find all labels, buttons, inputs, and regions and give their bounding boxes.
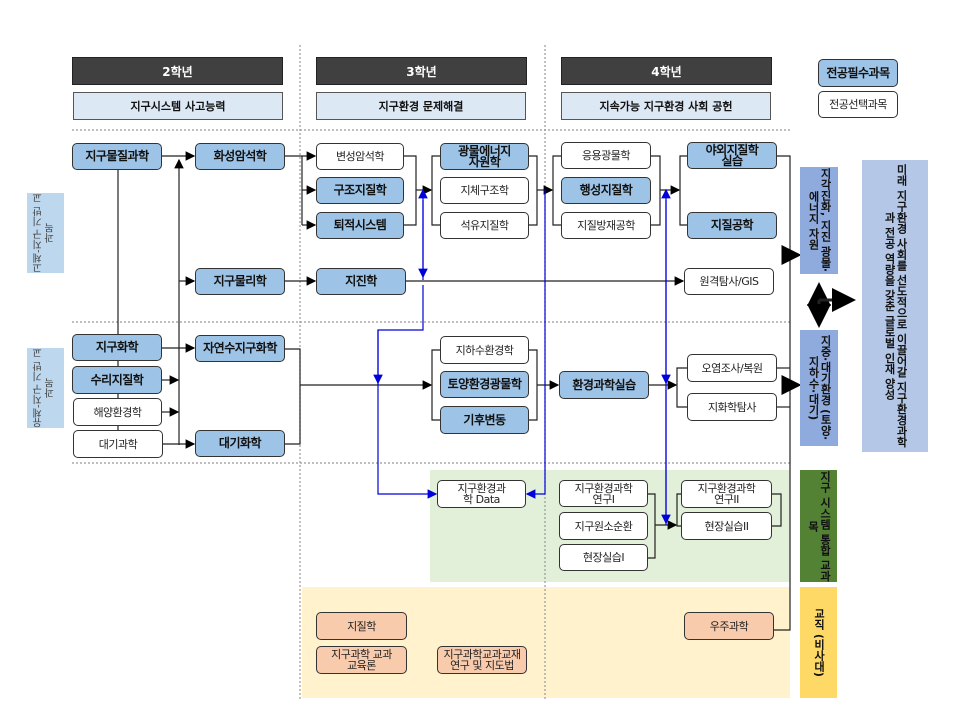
course: 지구환경과학 연구I [559, 480, 648, 507]
legend-elective: 전공선택과목 [818, 91, 898, 118]
course: 지화학탐사 [687, 393, 777, 421]
track-solid: 지각진화, 지진 광물·에너지 자원 [800, 167, 838, 274]
course: 해양환경학 [73, 398, 162, 426]
course: 화성암석학 [195, 143, 285, 170]
row-label-fluid: 유체-지구 기반 교과목 [27, 348, 64, 428]
course: 원격탐사/GIS [684, 268, 774, 295]
course: 야외지질학 실습 [687, 142, 777, 169]
track-fluid: 지중·대기환경 (토양·지하수·대기) [800, 330, 838, 446]
blue-connectors [373, 188, 671, 525]
year-2-theme: 지구시스템 사고능력 [73, 92, 283, 120]
course: 지구물질과학 [72, 143, 162, 170]
course: 지구화학 [72, 334, 162, 361]
year-4-header: 4학년 [561, 57, 772, 85]
grid-lines [72, 45, 790, 700]
course: 응용광물학 [561, 142, 651, 169]
course: 오염조사/복원 [687, 354, 777, 382]
course: 지구환경과학 Data [437, 480, 526, 508]
course: 환경과학실습 [559, 371, 649, 399]
year-2-header: 2학년 [72, 57, 283, 85]
course: 지질공학 [687, 212, 777, 239]
course: 지하수환경학 [440, 336, 529, 364]
year-4-theme: 지속가능 지구환경 사회 공헌 [561, 92, 771, 120]
course: 지진학 [316, 268, 406, 295]
course: 지구과학 교과교육론 [316, 646, 407, 674]
course: 변성암석학 [316, 143, 404, 170]
course: 지질학 [316, 612, 407, 640]
course: 퇴적시스템 [316, 212, 404, 239]
course: 지질방재공학 [561, 212, 651, 239]
legend-required: 전공필수과목 [818, 59, 898, 87]
course: 광물에너지 자원학 [440, 143, 529, 170]
course: 자연수지구화학 [195, 335, 285, 362]
course: 석유지질학 [440, 212, 529, 239]
course: 대기화학 [195, 430, 285, 457]
goal-label: 미래 지구환경 사회를 선도적으로 이끌어갈 지구환경과학과 전공 역량을 갖춘… [862, 160, 928, 452]
course: 지구환경과학 연구II [681, 480, 772, 508]
course: 현장실습II [681, 512, 772, 540]
teaching-bg [302, 587, 790, 698]
course: 우주과학 [684, 612, 774, 640]
course: 행성지질학 [561, 177, 651, 204]
year-3-theme: 지구환경 문제해결 [316, 92, 526, 120]
course: 지체구조학 [440, 177, 529, 204]
row-label-teaching: 교직 (비사대) [800, 587, 837, 698]
course: 수리지질학 [72, 366, 162, 394]
course: 토양환경광물학 [440, 371, 529, 398]
row-label-integrated: 지구 시스템 통합 교과목 [800, 470, 837, 582]
year-3-header: 3학년 [316, 57, 527, 85]
course: 기후변동 [440, 406, 529, 434]
course: 구조지질학 [316, 177, 404, 204]
course: 지구원소순환 [559, 512, 648, 540]
course: 현장실습I [559, 544, 648, 571]
course: 대기과학 [73, 430, 163, 458]
course: 지구과학교과교재 연구 및 지도법 [437, 646, 527, 674]
row-label-solid: 고체-지구 기반 교과목 [27, 193, 64, 273]
course: 지구물리학 [195, 268, 285, 295]
